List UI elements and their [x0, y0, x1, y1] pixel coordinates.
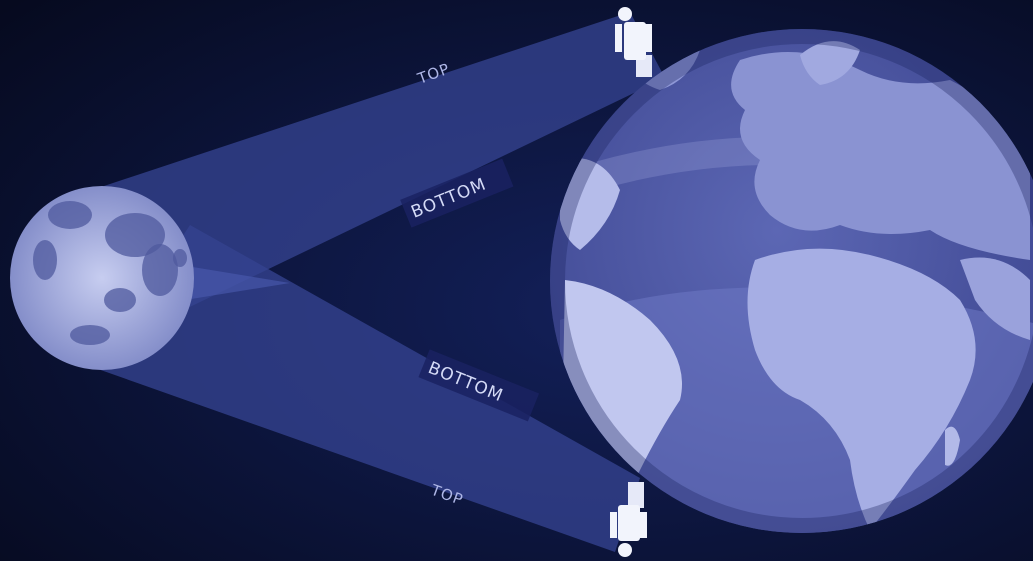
earth: [550, 29, 1033, 533]
observer-north-figure: [615, 7, 652, 77]
moon: [10, 186, 194, 370]
upper-sightline-beam: [104, 12, 665, 330]
lower-sightline-beam: [95, 225, 640, 552]
observer-south-figure: [610, 482, 647, 557]
